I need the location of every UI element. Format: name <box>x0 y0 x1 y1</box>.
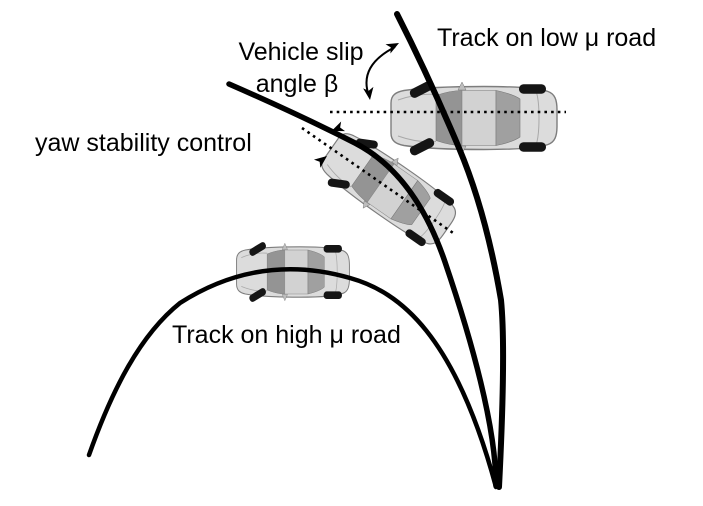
label-vehicle-slip-line1: Vehicle slip <box>238 38 363 66</box>
label-track-low-mu: Track on low μ road <box>437 24 656 52</box>
slip-angle-arrowhead-bottom-icon <box>363 86 376 101</box>
label-track-high-mu: Track on high μ road <box>172 321 401 349</box>
track-high-mu-curve <box>86 267 499 490</box>
slip-angle-arc-arrow <box>365 46 396 97</box>
car-top-view-low-mu-icon <box>390 78 558 158</box>
yaw-stability-control-curve <box>226 81 499 489</box>
track-low-mu-curve <box>394 11 507 490</box>
label-yaw-stability-control: yaw stability control <box>35 129 252 157</box>
label-vehicle-slip-line2: angle β <box>256 70 339 98</box>
vehicle-axis-dotted-line-yaw-control <box>301 126 457 237</box>
